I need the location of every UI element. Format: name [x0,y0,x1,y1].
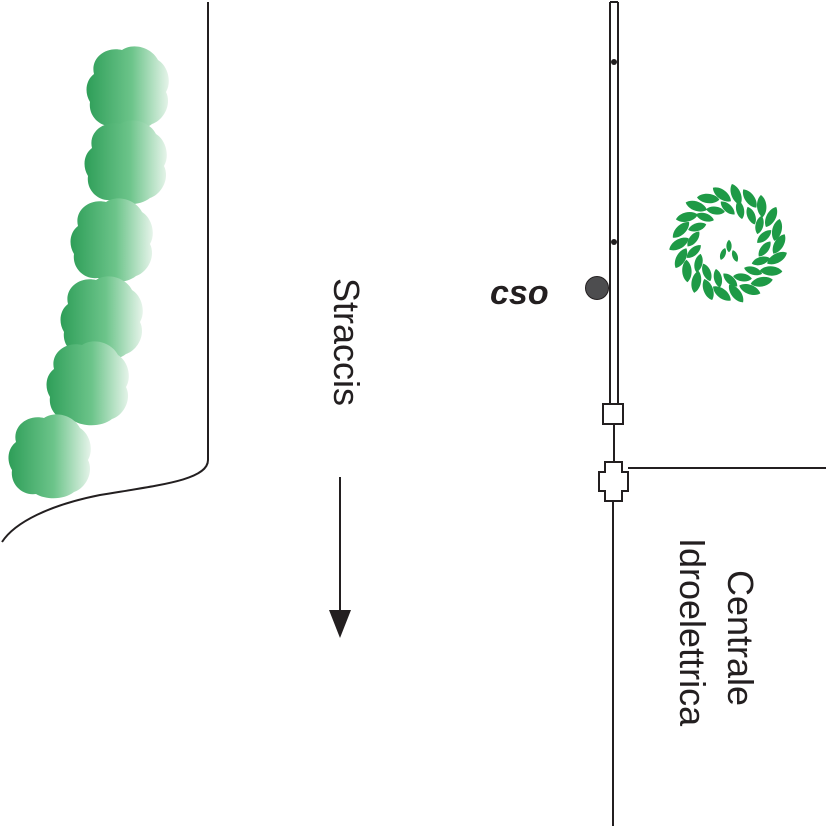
channel-dot [611,239,617,245]
leaf-icon [727,182,745,207]
leaf-icon [674,210,699,224]
leaf-icon [730,249,740,263]
leaf-icon [756,194,768,218]
leaf-icon [687,220,708,234]
leaf-wreath-icon [666,182,790,306]
flow-label: Straccis [326,278,367,406]
leaf-icon [689,269,704,294]
plant-label-line2: Idroelettrica [672,538,713,727]
arrow-down-icon [329,477,351,638]
leaf-icon [750,254,771,268]
left-bank-line [1,2,209,543]
channel-dot [611,59,617,65]
gate-square [602,403,624,425]
rock-blob-icon [86,46,169,131]
junction-cross [598,461,629,502]
rock-blob-icon [46,341,129,426]
plant-label-line1: Centrale [720,570,761,706]
rock-blob-icon [8,414,91,499]
rock-blob-icon [84,120,167,205]
channel-line [609,1,619,404]
rock-blob-icon [70,198,153,283]
cso-label: cso [490,274,549,312]
leaf-icon [759,265,783,277]
leaf-icon [712,268,724,289]
leaf-icon [726,239,732,253]
rocks-group [8,46,169,499]
leaf-icon [734,199,746,220]
leaf-icon [718,247,728,261]
cso-dot-icon [585,276,609,300]
